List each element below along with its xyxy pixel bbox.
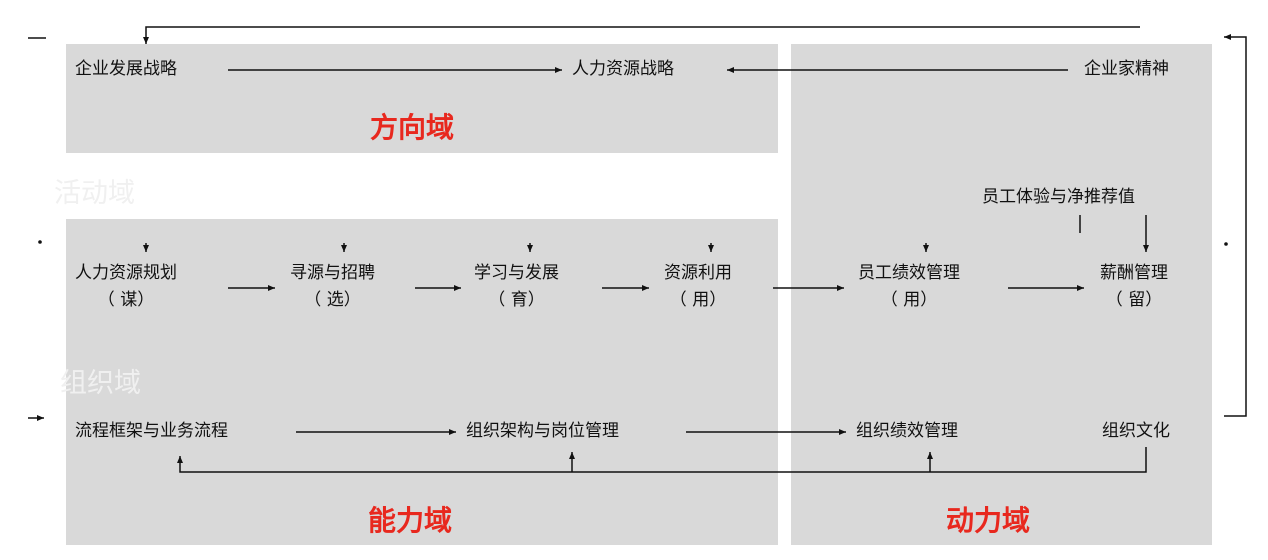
compensation-node: 薪酬管理 （ 留） <box>1100 265 1168 309</box>
performance-mgmt-node: 员工绩效管理 （ 用） <box>858 265 960 309</box>
employee-experience-node: 员工体验与净推荐值 <box>982 187 1135 207</box>
process-framework-node: 流程框架与业务流程 <box>75 421 228 441</box>
org-domain-ghost-label: 组织域 <box>60 368 141 399</box>
utilization-sub: （ 用） <box>669 290 727 310</box>
learning-sub: （ 育） <box>488 290 545 310</box>
learning-label: 学习与发展 <box>474 263 559 283</box>
sourcing-node: 寻源与招聘 （ 选） <box>290 265 375 309</box>
compensation-sub: （ 留） <box>1105 290 1163 310</box>
right-bracket <box>1224 36 1247 417</box>
org-culture-node: 组织文化 <box>1102 421 1170 441</box>
direction-domain-region <box>66 44 778 153</box>
hr-planning-node: 人力资源规划 （ 谋） <box>75 265 177 309</box>
capability-domain-region <box>66 219 778 545</box>
top-feedback-loop <box>143 26 1140 44</box>
entrepreneurship-node: 企业家精神 <box>1084 59 1169 79</box>
capability-domain-label: 能力域 <box>368 504 453 537</box>
performance-mgmt-label: 员工绩效管理 <box>858 263 960 283</box>
right-bracket-arrow-head <box>1224 34 1231 40</box>
hr-strategy-node: 人力资源战略 <box>572 59 674 79</box>
hr-planning-label: 人力资源规划 <box>75 263 177 283</box>
utilization-label: 资源利用 <box>664 263 732 283</box>
org-structure-node: 组织架构与岗位管理 <box>466 421 619 441</box>
activity-domain-ghost-label: 活动域 <box>54 178 135 209</box>
utilization-node: 资源利用 （ 用） <box>664 265 732 309</box>
org-performance-node: 组织绩效管理 <box>856 421 958 441</box>
compensation-label: 薪酬管理 <box>1100 263 1168 283</box>
left-dot-middle <box>38 240 42 244</box>
hr-planning-sub: （ 谋） <box>97 290 155 310</box>
sourcing-label: 寻源与招聘 <box>290 263 375 283</box>
sourcing-sub: （ 选） <box>304 290 361 310</box>
direction-domain-label: 方向域 <box>370 111 455 144</box>
right-dot-middle <box>1224 242 1228 246</box>
performance-mgmt-sub: （ 用） <box>880 290 938 310</box>
learning-node: 学习与发展 （ 育） <box>474 265 559 309</box>
enterprise-strategy-node: 企业发展战略 <box>75 59 177 79</box>
power-domain-label: 动力域 <box>946 504 1031 537</box>
